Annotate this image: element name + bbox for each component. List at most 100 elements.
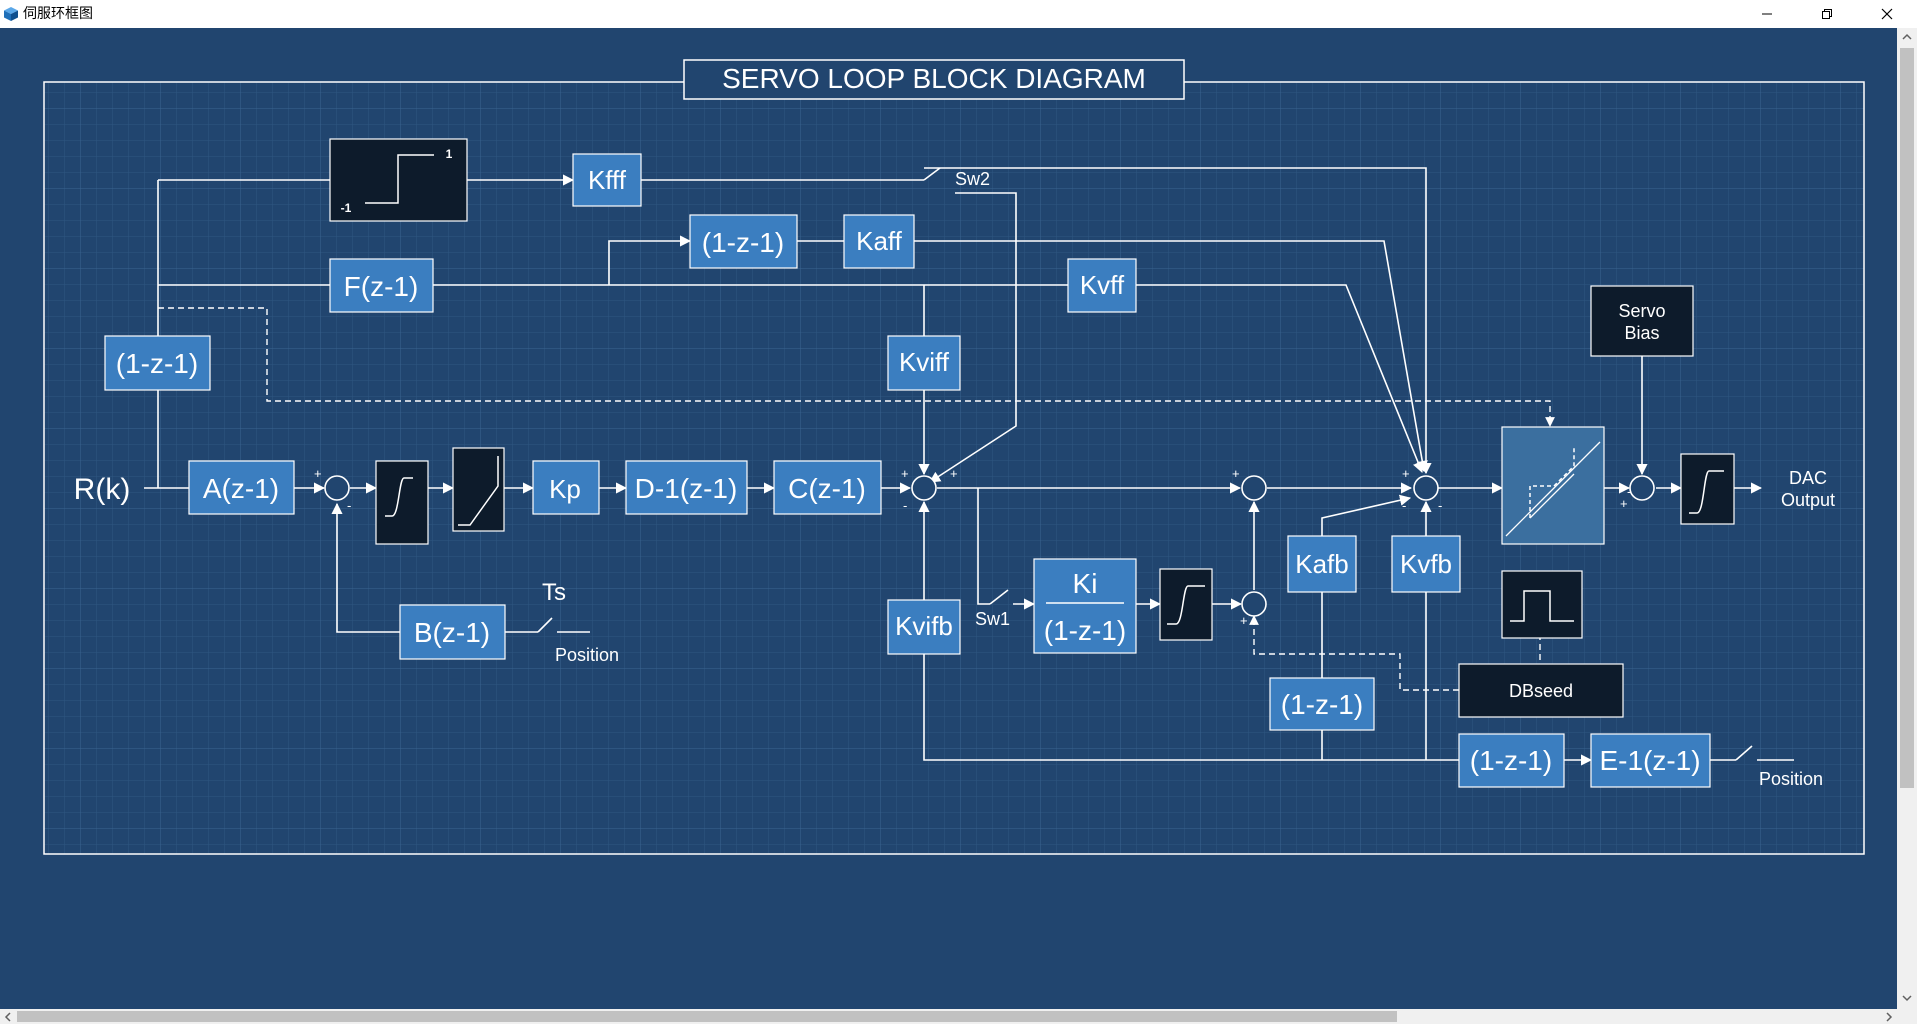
svg-text:-: -: [903, 498, 907, 513]
block-diff-bottom: [1458, 733, 1565, 788]
sum-junction-1: [324, 475, 350, 501]
scroll-left-icon[interactable]: [3, 1012, 13, 1022]
block-dbseed-pulse: [1501, 570, 1583, 639]
scroll-down-icon[interactable]: [1902, 993, 1912, 1003]
svg-text:+: +: [901, 466, 909, 481]
label-Kfff: Kfff: [588, 165, 627, 195]
block-Kp: [532, 460, 600, 515]
block-glyphs: [365, 154, 1724, 625]
label-Kaff: Kaff: [856, 226, 903, 256]
minimize-icon: [1762, 13, 1772, 15]
block-E: [1590, 733, 1711, 788]
junction-signs: +- ++- + +-- + +-: [314, 466, 1631, 628]
minimize-button[interactable]: [1737, 0, 1797, 28]
label-position-left: Position: [555, 645, 619, 665]
blue-blocks: [104, 153, 1711, 788]
servo-loop-diagram: SERVO LOOP BLOCK DIAGRAM: [43, 59, 1865, 855]
diagram-canvas: SERVO LOOP BLOCK DIAGRAM: [0, 28, 1897, 1009]
pulse-glyph: [1510, 590, 1574, 622]
label-diff-bottom: (1-z-1): [1470, 745, 1552, 776]
restore-button[interactable]: [1797, 0, 1857, 28]
svg-text:-: -: [1627, 484, 1631, 499]
block-Kafb: [1287, 535, 1357, 593]
svg-text:+: +: [1620, 496, 1628, 511]
close-icon: [1881, 8, 1893, 20]
block-limiter-3: [1680, 453, 1735, 525]
sum-junction-5: [1241, 591, 1267, 617]
block-Kviff: [887, 335, 961, 391]
cube-app-icon: [4, 7, 18, 21]
block-Ki: [1033, 558, 1137, 654]
label-Kafb: Kafb: [1295, 549, 1349, 579]
block-servo-bias: [1590, 285, 1694, 357]
label-servo-bias-2: Bias: [1624, 323, 1659, 343]
label-dbseed: DBseed: [1509, 681, 1573, 701]
block-labels: R(k) A(z-1) Kp D-1(z-1) C(z-1) B(z-1) (1…: [74, 147, 1701, 776]
summing-junctions: [324, 475, 1655, 617]
diagram-title: SERVO LOOP BLOCK DIAGRAM: [722, 63, 1146, 94]
svg-text:-: -: [347, 498, 351, 513]
block-deadband: [1501, 426, 1605, 545]
block-diff-left: [104, 335, 211, 391]
block-limiter-2: [1159, 568, 1213, 641]
limiter-1-glyph: [385, 477, 413, 517]
label-diff-left: (1-z-1): [116, 348, 198, 379]
label-Kvifb: Kvifb: [895, 611, 953, 641]
label-dac: DAC: [1789, 468, 1827, 488]
vertical-scroll-thumb[interactable]: [1900, 48, 1914, 788]
scroll-right-icon[interactable]: [1884, 1012, 1894, 1022]
label-C: C(z-1): [788, 473, 866, 504]
sum-junction-4: [1413, 475, 1439, 501]
sum-junction-2: [911, 475, 937, 501]
svg-text:+: +: [1402, 466, 1410, 481]
block-C: [773, 460, 882, 515]
label-Kviff: Kviff: [899, 347, 950, 377]
block-F: [329, 258, 434, 313]
label-E: E-1(z-1): [1599, 745, 1700, 776]
label-Kvfb: Kvfb: [1400, 549, 1452, 579]
label-A: A(z-1): [203, 473, 279, 504]
svg-text:+: +: [1232, 466, 1240, 481]
step-glyph: [365, 154, 434, 204]
label-diff-top: (1-z-1): [702, 227, 784, 258]
label-diff-afb: (1-z-1): [1281, 689, 1363, 720]
label-Kvff: Kvff: [1080, 270, 1125, 300]
label-position-right: Position: [1759, 769, 1823, 789]
window-titlebar: 伺服环框图: [0, 0, 1917, 28]
svg-text:+: +: [314, 466, 322, 481]
block-limiter-1: [375, 460, 429, 545]
label-sw2: Sw2: [955, 169, 990, 189]
limiter-2-glyph: [1167, 585, 1205, 625]
label-servo-bias-1: Servo: [1618, 301, 1665, 321]
sum-junction-3: [1241, 475, 1267, 501]
block-Kvff: [1067, 258, 1137, 313]
svg-text:+: +: [1240, 613, 1248, 628]
label-Ki-den: (1-z-1): [1044, 615, 1126, 646]
label-B: B(z-1): [414, 617, 490, 648]
block-B: [399, 604, 506, 660]
sum-junction-6: [1629, 475, 1655, 501]
label-D: D-1(z-1): [635, 473, 738, 504]
block-A: [188, 460, 295, 515]
label-F: F(z-1): [344, 271, 419, 302]
label-step-hi: 1: [446, 147, 453, 161]
label-step-lo: -1: [341, 201, 352, 215]
label-ts: Ts: [542, 579, 566, 606]
diagram-title-box: [683, 59, 1185, 100]
svg-text:+: +: [950, 466, 958, 481]
scroll-up-icon[interactable]: [1902, 32, 1912, 42]
block-diff-top: [689, 214, 798, 269]
label-Ki: Ki: [1073, 568, 1098, 599]
horizontal-scroll-thumb[interactable]: [17, 1011, 1397, 1022]
input-label: R(k): [74, 473, 131, 506]
wires: [144, 167, 1794, 766]
ramp-glyph: [458, 456, 499, 526]
block-Kvfb: [1391, 535, 1461, 593]
close-button[interactable]: [1857, 0, 1917, 28]
window-title: 伺服环框图: [23, 6, 93, 22]
block-Kfff: [572, 153, 642, 207]
label-output: Output: [1781, 490, 1835, 510]
label-Kp: Kp: [549, 474, 581, 504]
label-sw1: Sw1: [975, 609, 1010, 629]
block-dbseed: [1458, 663, 1624, 718]
